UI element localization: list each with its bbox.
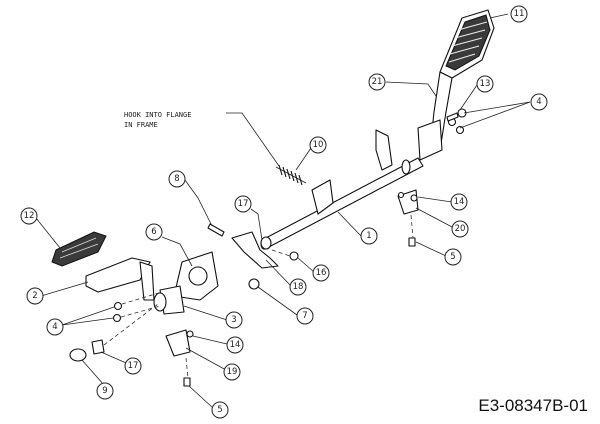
pedal-platform-part-2 bbox=[85, 257, 155, 301]
svg-text:2: 2 bbox=[32, 291, 37, 301]
svg-text:14: 14 bbox=[230, 340, 241, 350]
callout-18: 18 bbox=[289, 278, 307, 296]
svg-text:18: 18 bbox=[293, 282, 304, 292]
callout-4-lower: 4 bbox=[46, 318, 64, 336]
svg-text:7: 7 bbox=[302, 311, 307, 321]
clip-parts-14-20 bbox=[397, 189, 419, 247]
svg-text:5: 5 bbox=[450, 252, 455, 262]
svg-text:1: 1 bbox=[366, 231, 371, 241]
pedal-pad-part-11 bbox=[439, 9, 495, 79]
cotter-pin-part-8 bbox=[207, 223, 225, 237]
callout-1: 1 bbox=[360, 227, 378, 245]
callout-7: 7 bbox=[296, 307, 314, 325]
svg-text:8: 8 bbox=[174, 174, 179, 184]
callout-10: 10 bbox=[309, 136, 327, 154]
svg-text:3: 3 bbox=[231, 315, 236, 325]
pedal-pad-part-12 bbox=[51, 231, 107, 267]
bracket-parts-16-17-18 bbox=[231, 231, 299, 269]
svg-text:20: 20 bbox=[455, 224, 466, 234]
svg-text:6: 6 bbox=[151, 227, 156, 237]
callout-12: 12 bbox=[20, 207, 38, 225]
svg-text:17: 17 bbox=[238, 199, 249, 209]
svg-text:12: 12 bbox=[24, 211, 35, 221]
svg-text:4: 4 bbox=[536, 97, 541, 107]
svg-text:14: 14 bbox=[454, 197, 465, 207]
svg-text:13: 13 bbox=[480, 79, 491, 89]
cross-shaft-part-1 bbox=[260, 129, 424, 250]
callout-17-upper: 17 bbox=[234, 195, 252, 213]
leader-lines bbox=[35, 13, 531, 409]
callout-6: 6 bbox=[145, 223, 163, 241]
note-line-1: HOOK INTO FLANGE bbox=[124, 111, 191, 119]
svg-text:4: 4 bbox=[52, 322, 57, 332]
svg-text:11: 11 bbox=[514, 9, 525, 19]
callout-11: 11 bbox=[510, 5, 528, 23]
lower-bolts-parts-4 bbox=[112, 291, 163, 323]
callout-19: 19 bbox=[223, 363, 241, 381]
svg-text:21: 21 bbox=[372, 77, 383, 87]
svg-text:17: 17 bbox=[128, 361, 139, 371]
note-line-2: IN FRAME bbox=[124, 121, 158, 129]
callout-20: 20 bbox=[451, 220, 469, 238]
nut-part-7 bbox=[248, 278, 260, 290]
upper-hardware-parts-4-13 bbox=[446, 108, 467, 135]
callout-14-upper: 14 bbox=[450, 193, 468, 211]
assembly-note: HOOK INTO FLANGE IN FRAME bbox=[124, 111, 280, 167]
svg-text:5: 5 bbox=[217, 405, 222, 415]
svg-text:9: 9 bbox=[102, 386, 107, 396]
callout-13: 13 bbox=[476, 75, 494, 93]
callout-9: 9 bbox=[96, 382, 114, 400]
callout-17-lower: 17 bbox=[124, 357, 142, 375]
callout-5-right: 5 bbox=[444, 248, 462, 266]
callout-2: 2 bbox=[26, 287, 44, 305]
clip-parts-14-19-5 bbox=[165, 329, 194, 387]
callout-5-lower: 5 bbox=[211, 401, 229, 419]
svg-text:16: 16 bbox=[316, 268, 327, 278]
spring-part-10 bbox=[275, 164, 307, 186]
pedal-arm-part-6 bbox=[153, 251, 219, 315]
pedal-arm-part-21 bbox=[417, 71, 453, 161]
callout-3: 3 bbox=[225, 311, 243, 329]
bushing-parts-9-17 bbox=[69, 303, 159, 362]
callout-16: 16 bbox=[312, 264, 330, 282]
callout-14-lower: 14 bbox=[226, 336, 244, 354]
svg-text:10: 10 bbox=[313, 140, 324, 150]
callout-4-upper: 4 bbox=[530, 93, 548, 111]
drawing-code: E3-08347B-01 bbox=[478, 396, 588, 415]
callout-21: 21 bbox=[368, 73, 386, 91]
svg-text:19: 19 bbox=[227, 367, 238, 377]
callout-8: 8 bbox=[168, 170, 186, 188]
